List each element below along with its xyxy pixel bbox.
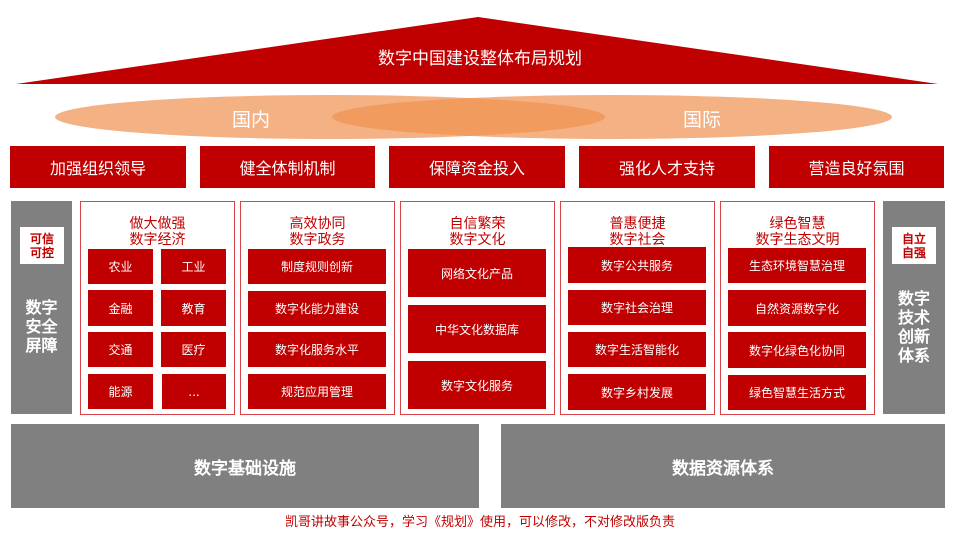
item: 金融 xyxy=(88,290,153,326)
foundation-data-resources: 数据资源体系 xyxy=(501,424,945,508)
pillar-1: 健全体制机制 xyxy=(200,146,375,188)
column-title: 自信繁荣数字文化 xyxy=(449,216,506,248)
item: ... xyxy=(162,374,226,409)
roof-triangle xyxy=(16,17,938,84)
pillar-2: 保障资金投入 xyxy=(389,146,565,188)
item: 中华文化数据库 xyxy=(408,305,546,353)
foundation-infrastructure: 数字基础设施 xyxy=(11,424,479,508)
right-label: 数字技术创新体系 xyxy=(897,289,930,365)
item: 数字化能力建设 xyxy=(248,291,386,326)
item: 农业 xyxy=(88,249,153,284)
item: 教育 xyxy=(161,290,226,326)
item: 网络文化产品 xyxy=(408,249,546,297)
roof-and-scope-graphic xyxy=(16,17,938,139)
item: 数字生活智能化 xyxy=(568,332,706,367)
scope-international: 国际 xyxy=(682,109,721,131)
item: 能源 xyxy=(88,374,153,409)
item: 绿色智慧生活方式 xyxy=(728,375,866,410)
column-title: 做大做强数字经济 xyxy=(129,216,186,248)
item: 数字化绿色化协同 xyxy=(728,332,866,368)
item: 交通 xyxy=(88,332,153,367)
pillar-4: 营造良好氛围 xyxy=(769,146,944,188)
left-label: 数字安全屏障 xyxy=(25,298,58,355)
overlap-ellipse xyxy=(332,95,605,139)
scope-domestic: 国内 xyxy=(231,109,270,131)
item: 生态环境智慧治理 xyxy=(728,248,866,283)
right-side-panel: 自立自强 数字技术创新体系 xyxy=(883,201,945,414)
item: 自然资源数字化 xyxy=(728,290,866,326)
item: 数字社会治理 xyxy=(568,290,706,325)
item: 数字化服务水平 xyxy=(248,332,386,367)
item: 工业 xyxy=(161,249,226,284)
item: 数字乡村发展 xyxy=(568,374,706,410)
column-title: 普惠便捷数字社会 xyxy=(609,216,666,248)
item: 数字文化服务 xyxy=(408,361,546,409)
right-badge: 自立自强 xyxy=(892,227,936,264)
left-side-panel: 可信可控 数字安全屏障 xyxy=(11,201,72,414)
footer-note: 凯哥讲故事公众号，学习《规划》使用，可以修改，不对修改版负责 xyxy=(284,515,675,530)
column-title: 高效协同数字政务 xyxy=(289,216,346,248)
page-title: 数字中国建设整体布局规划 xyxy=(378,49,582,69)
item: 医疗 xyxy=(161,332,226,367)
item: 数字公共服务 xyxy=(568,247,706,283)
pillar-3: 强化人才支持 xyxy=(579,146,755,188)
column-title: 绿色智慧数字生态文明 xyxy=(755,216,840,248)
pillar-0: 加强组织领导 xyxy=(10,146,186,188)
left-badge: 可信可控 xyxy=(20,227,64,264)
item: 制度规则创新 xyxy=(248,249,386,284)
item: 规范应用管理 xyxy=(248,374,386,409)
